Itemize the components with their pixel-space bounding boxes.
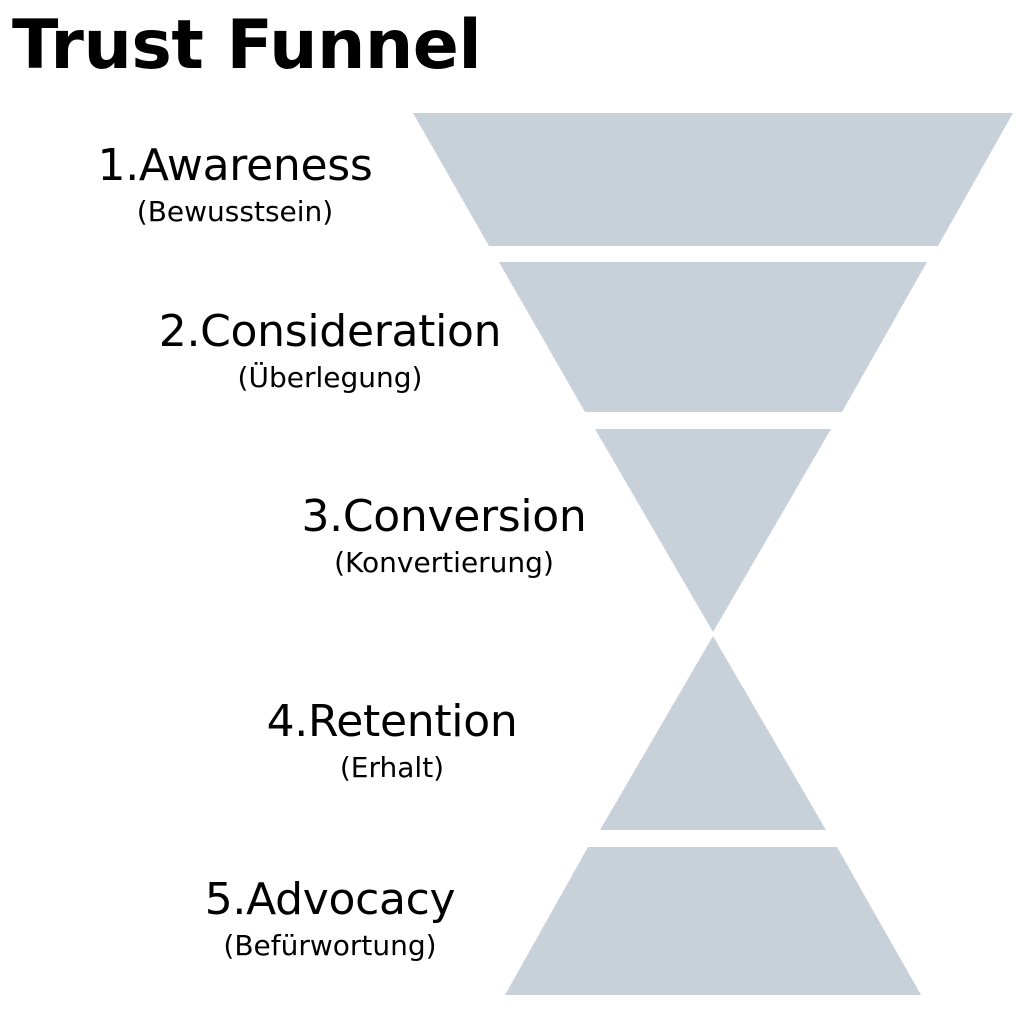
funnel-segment-advocacy — [505, 847, 921, 995]
stage-label-advocacy: 5.Advocacy (Befürwortung) — [160, 874, 500, 966]
stage-label-retention: 4.Retention (Erhalt) — [222, 696, 562, 788]
funnel-segment-retention — [600, 636, 826, 830]
stage-name: 3.Conversion — [301, 491, 587, 542]
stage-translation: (Konvertierung) — [334, 546, 554, 579]
funnel-segment-conversion — [595, 429, 831, 632]
stage-name: 5.Advocacy — [204, 874, 456, 925]
stage-label-conversion: 3.Conversion (Konvertierung) — [264, 491, 624, 583]
funnel-segment-awareness — [413, 113, 1013, 246]
stage-translation: (Überlegung) — [237, 361, 423, 394]
stage-translation: (Bewusstsein) — [136, 195, 334, 228]
stage-name: 2.Consideration — [158, 306, 502, 357]
stage-label-awareness: 1.Awareness (Bewusstsein) — [60, 140, 410, 232]
stage-translation: (Erhalt) — [339, 751, 445, 784]
funnel-segment-consideration — [499, 262, 927, 412]
stage-name: 4.Retention — [266, 696, 518, 747]
stage-label-consideration: 2.Consideration (Überlegung) — [130, 306, 530, 398]
stage-name: 1.Awareness — [97, 140, 373, 191]
stage-translation: (Befürwortung) — [223, 929, 437, 962]
page-title: Trust Funnel — [12, 6, 482, 85]
